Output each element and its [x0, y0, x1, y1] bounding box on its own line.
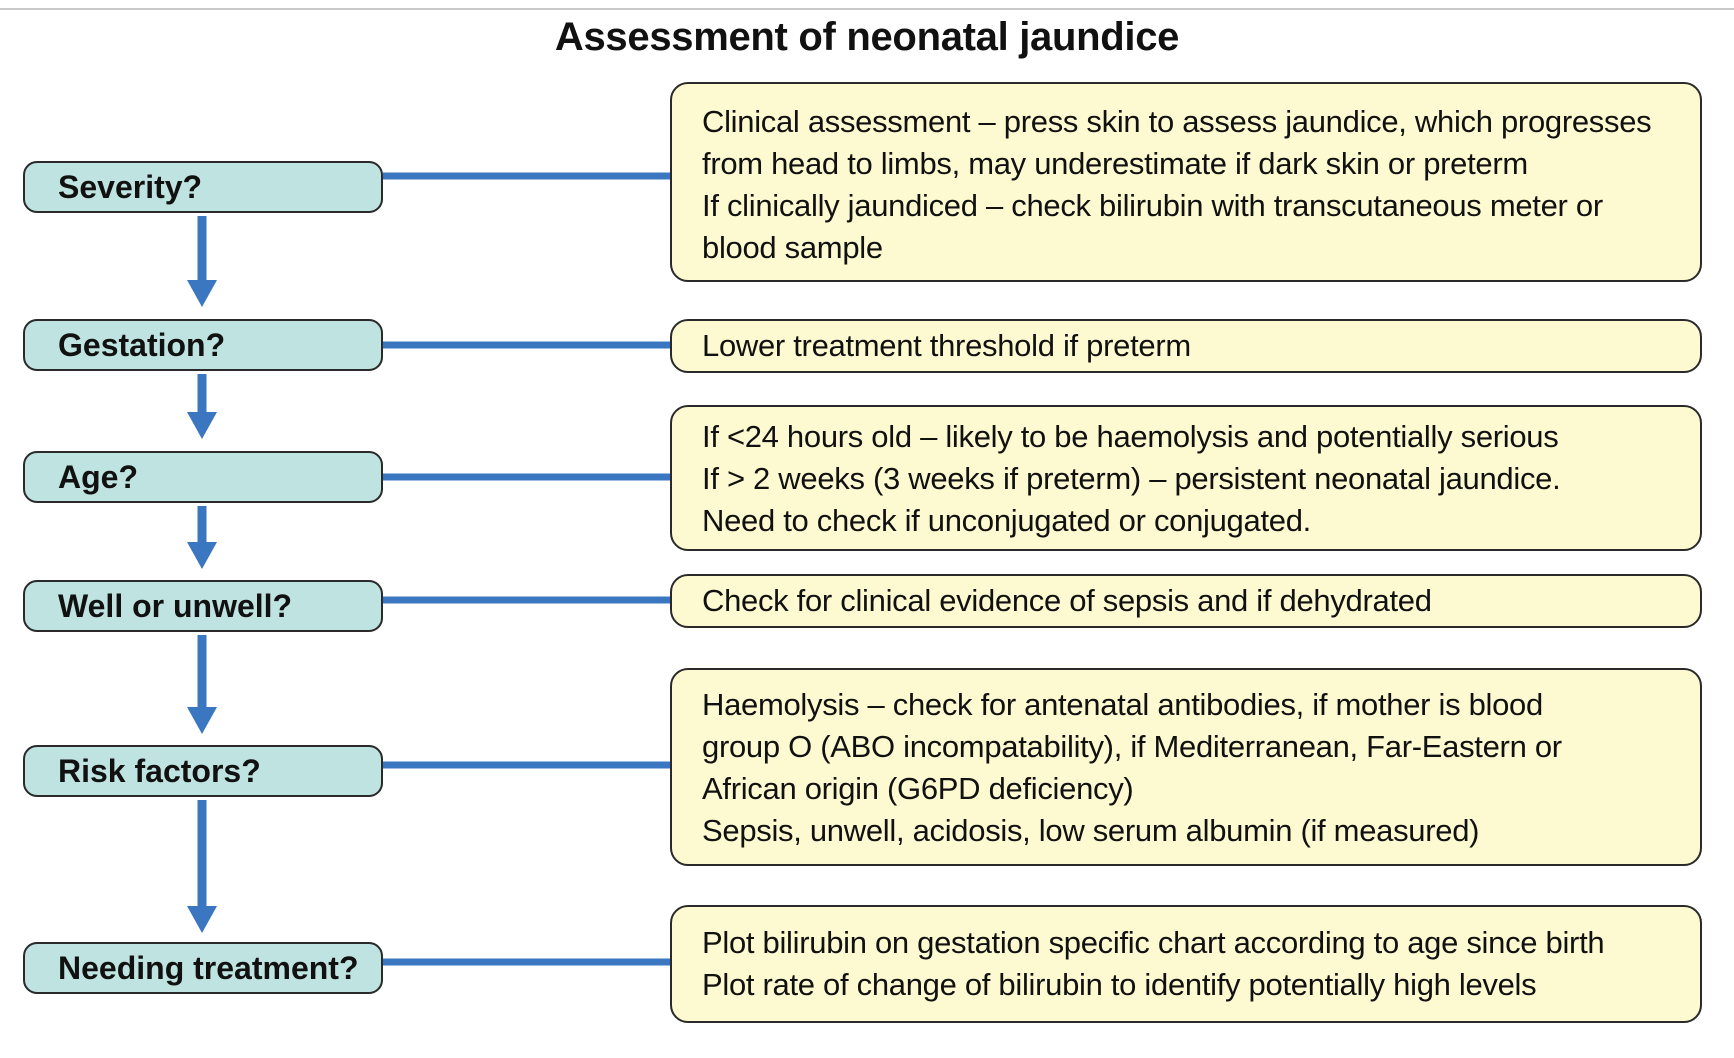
diagram-title: Assessment of neonatal jaundice — [554, 15, 1180, 59]
info-line: African origin (G6PD deficiency) — [702, 771, 1134, 806]
info-line: Check for clinical evidence of sepsis an… — [702, 583, 1432, 618]
question-label: Well or unwell? — [58, 588, 293, 624]
question-age: Age? — [23, 451, 383, 503]
info-line: Plot rate of change of bilirubin to iden… — [702, 967, 1537, 1002]
info-line: If <24 hours old – likely to be haemolys… — [702, 419, 1559, 454]
info-line: Haemolysis – check for antenatal antibod… — [702, 687, 1543, 722]
arrow-risk-factors-to-needing-treatment — [187, 800, 217, 933]
question-gestation: Gestation? — [23, 319, 383, 371]
question-well-unwell: Well or unwell? — [23, 580, 383, 632]
info-line: blood sample — [702, 230, 883, 265]
info-line: group O (ABO incompatability), if Medite… — [702, 729, 1562, 764]
arrow-gestation-to-age — [187, 374, 217, 439]
question-severity: Severity? — [23, 161, 383, 213]
info-age: If <24 hours old – likely to be haemolys… — [670, 405, 1702, 551]
info-line: Clinical assessment – press skin to asse… — [702, 104, 1652, 139]
info-needing-treatment: Plot bilirubin on gestation specific cha… — [670, 905, 1702, 1023]
info-line: from head to limbs, may underestimate if… — [702, 146, 1528, 181]
top-rule — [0, 8, 1734, 10]
info-line: If clinically jaundiced – check bilirubi… — [702, 188, 1603, 223]
question-risk-factors: Risk factors? — [23, 745, 383, 797]
question-label: Age? — [58, 459, 138, 495]
info-line: Need to check if unconjugated or conjuga… — [702, 503, 1311, 538]
question-label: Risk factors? — [58, 753, 261, 789]
question-needing-treatment: Needing treatment? — [23, 942, 383, 994]
info-line: Plot bilirubin on gestation specific cha… — [702, 925, 1605, 960]
arrow-well-unwell-to-risk-factors — [187, 635, 217, 734]
info-line: If > 2 weeks (3 weeks if preterm) – pers… — [702, 461, 1561, 496]
arrow-severity-to-gestation — [187, 216, 217, 307]
info-line: Sepsis, unwell, acidosis, low serum albu… — [702, 813, 1480, 848]
info-severity: Clinical assessment – press skin to asse… — [670, 82, 1702, 282]
info-well-unwell: Check for clinical evidence of sepsis an… — [670, 574, 1702, 628]
info-line: Lower treatment threshold if preterm — [702, 328, 1191, 363]
question-label: Needing treatment? — [58, 950, 359, 986]
question-label: Severity? — [58, 169, 203, 205]
arrow-age-to-well-unwell — [187, 506, 217, 569]
question-label: Gestation? — [58, 327, 226, 363]
info-risk-factors: Haemolysis – check for antenatal antibod… — [670, 668, 1702, 866]
info-gestation: Lower treatment threshold if preterm — [670, 319, 1702, 373]
